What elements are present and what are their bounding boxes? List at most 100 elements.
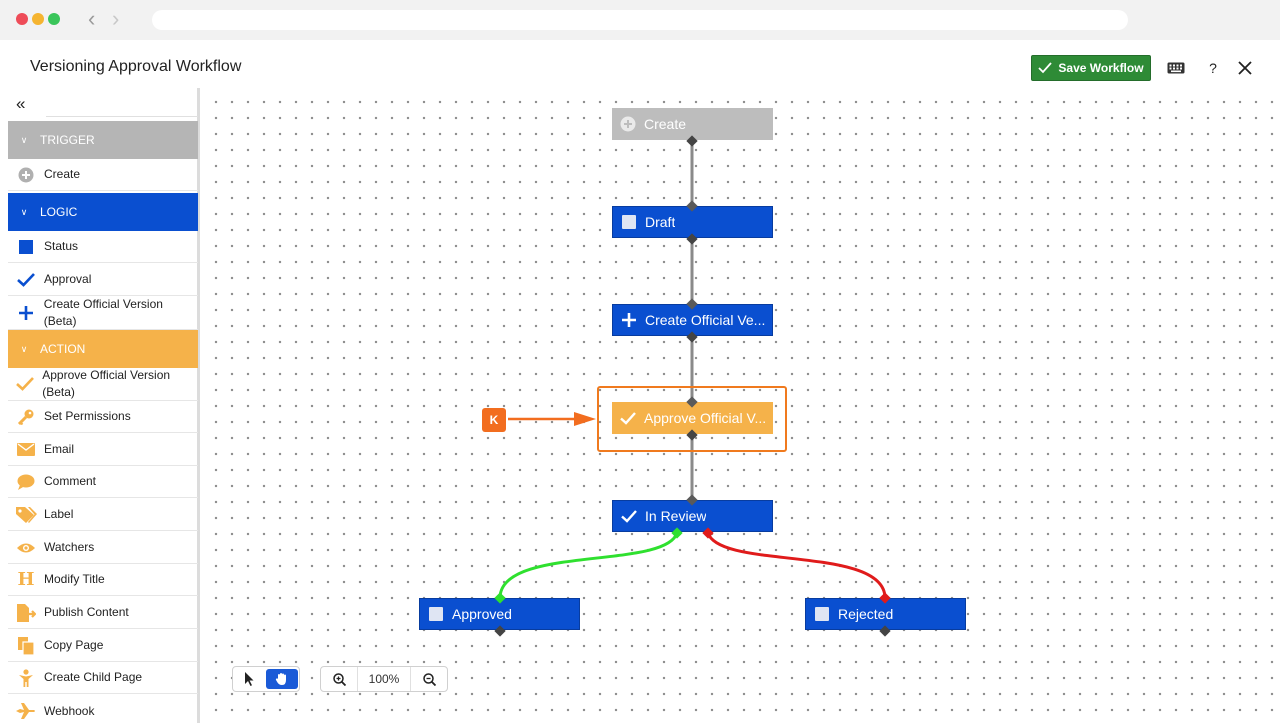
save-workflow-button[interactable]: Save Workflow (1031, 55, 1151, 81)
zoom-out-icon (422, 672, 436, 686)
tag-icon (8, 506, 44, 524)
node-label: In Review (645, 508, 707, 524)
node-label: Draft (645, 214, 676, 230)
plane-icon (8, 703, 44, 719)
canvas-tool-group (232, 666, 300, 692)
help-label: ? (1209, 60, 1217, 76)
window-maximize-dot[interactable] (48, 13, 60, 25)
sidebar-item-email[interactable]: Email (8, 434, 198, 466)
section-action[interactable]: ∨ ACTION (8, 330, 198, 368)
sidebar-item-copy-page[interactable]: Copy Page (8, 630, 198, 662)
node-create-official-version[interactable]: Create Official Ve... (612, 304, 773, 336)
sidebar-item-label: Approval (44, 272, 92, 286)
sidebar-item-label: Copy Page (44, 638, 104, 652)
sidebar-item-label: Label (44, 507, 74, 521)
close-icon[interactable] (1233, 56, 1257, 80)
edge-in-review-rejected (706, 532, 887, 599)
sidebar-item-set-permissions[interactable]: Set Permissions (8, 401, 198, 433)
section-logic[interactable]: ∨ LOGIC (8, 193, 198, 231)
address-bar[interactable] (152, 10, 1128, 30)
sidebar-item-label: Watchers (44, 540, 95, 554)
annotation-badge: K (482, 408, 506, 432)
node-label: Rejected (838, 606, 894, 622)
hand-icon (275, 673, 286, 685)
plus-icon (613, 313, 645, 327)
cursor-arrow-icon (245, 672, 254, 686)
sidebar-item-label-action[interactable]: Label (8, 499, 198, 531)
app-header: Versioning Approval Workflow Save Workfl… (0, 40, 1280, 88)
node-create[interactable]: Create (612, 108, 773, 140)
section-trigger-label: TRIGGER (40, 133, 95, 147)
check-icon (1038, 62, 1053, 74)
node-label: Create (644, 116, 687, 132)
sidebar-item-label: Create Child Page (44, 670, 143, 684)
forward-arrow-icon[interactable]: › (112, 6, 120, 31)
plus-circle-icon (612, 116, 644, 132)
speech-bubble-icon (8, 474, 44, 490)
plus-circle-icon (8, 167, 44, 183)
chevron-down-icon: ∨ (20, 206, 28, 217)
keyboard-icon[interactable] (1164, 56, 1188, 80)
heading-icon: H (17, 569, 35, 590)
sidebar-item-label: Create (44, 167, 81, 181)
zoom-in-icon (332, 672, 346, 686)
chevron-down-icon: ∨ (20, 343, 28, 354)
node-in-review[interactable]: In Review (612, 500, 773, 532)
sidebar-item-modify-title[interactable]: H Modify Title (8, 564, 198, 596)
section-trigger[interactable]: ∨ TRIGGER (8, 121, 198, 159)
sidebar-item-label: Set Permissions (44, 409, 131, 423)
sidebar-item-status[interactable]: Status (8, 231, 198, 263)
sidebar-item-create-child-page[interactable]: Create Child Page (8, 662, 198, 694)
sidebar-item-label: Email (44, 442, 75, 456)
zoom-level: 100% (357, 667, 411, 691)
node-label: Create Official Ve... (645, 312, 766, 328)
sidebar-item-create[interactable]: Create (8, 159, 198, 191)
node-approve-official-version[interactable]: Approve Official V... (612, 402, 773, 434)
envelope-icon (8, 443, 44, 456)
sidebar-item-label: Status (44, 239, 79, 253)
help-button[interactable]: ? (1201, 56, 1225, 80)
sidebar-item-create-official-version[interactable]: Create Official Version (Beta) (8, 297, 198, 330)
pointer-tool-button[interactable] (235, 669, 263, 689)
key-icon (8, 409, 44, 425)
save-workflow-label: Save Workflow (1058, 61, 1144, 75)
sidebar-item-label: Webhook (44, 703, 95, 718)
child-figure-icon (8, 668, 44, 687)
document-arrow-icon (8, 603, 44, 622)
check-icon (612, 411, 644, 425)
zoom-out-button[interactable] (411, 667, 447, 691)
sidebar-item-webhook[interactable]: Webhook (8, 695, 198, 727)
edge-in-review-approved (498, 532, 679, 599)
check-icon (613, 509, 645, 523)
annotation-highlight-box (597, 386, 787, 452)
plus-icon (8, 305, 44, 321)
sidebar-item-label: Publish Content (44, 605, 129, 619)
chevron-down-icon: ∨ (20, 134, 28, 145)
section-logic-label: LOGIC (40, 205, 78, 219)
eye-icon (8, 542, 44, 554)
section-action-label: ACTION (40, 342, 86, 356)
sidebar-item-watchers[interactable]: Watchers (8, 532, 198, 564)
sidebar-divider (46, 116, 198, 117)
browser-chrome: ‹ › (0, 0, 1280, 40)
pan-tool-button[interactable] (266, 669, 298, 689)
double-chevron-left-icon[interactable]: « (16, 94, 26, 113)
window-minimize-dot[interactable] (32, 13, 44, 25)
copy-icon (8, 636, 44, 655)
square-icon (806, 607, 838, 621)
check-icon (8, 272, 44, 287)
sidebar-item-publish-content[interactable]: Publish Content (8, 597, 198, 629)
back-arrow-icon[interactable]: ‹ (88, 6, 96, 31)
sidebar-item-label: Approve Official Version (Beta) (42, 368, 171, 399)
square-icon (8, 239, 44, 254)
sidebar-item-label: Create Official Version (Beta) (43, 297, 163, 328)
check-icon (8, 377, 42, 391)
node-label: Approve Official V... (644, 410, 767, 426)
sidebar-item-approval[interactable]: Approval (8, 264, 198, 296)
page-title: Versioning Approval Workflow (30, 58, 242, 75)
sidebar-item-approve-official-version[interactable]: Approve Official Version (Beta) (8, 368, 198, 401)
sidebar-item-comment[interactable]: Comment (8, 466, 198, 498)
zoom-in-button[interactable] (321, 667, 357, 691)
window-close-dot[interactable] (16, 13, 28, 25)
